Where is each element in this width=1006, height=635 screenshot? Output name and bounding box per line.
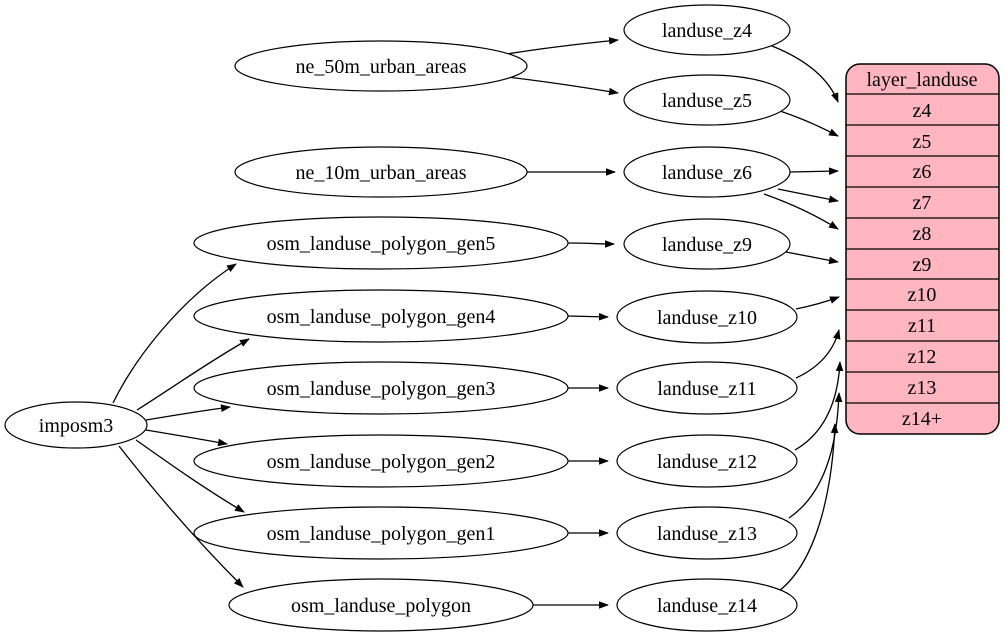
layer_landuse-row-z6: z6: [913, 161, 932, 183]
edge-imposm3-to-osm_landuse_polygon_gen3: [145, 404, 231, 421]
osm_landuse_polygon-label: osm_landuse_polygon: [291, 595, 471, 617]
osm_landuse_polygon_gen3-ellipse: [193, 361, 569, 415]
node-landuse_z12: landuse_z12: [616, 434, 798, 488]
landuse_z4-ellipse: [623, 4, 791, 56]
landuse_z4-label: landuse_z4: [662, 20, 752, 42]
landuse_z10-ellipse: [616, 290, 798, 344]
landuse_z11-label: landuse_z11: [657, 378, 756, 400]
node-layer_landuse: layer_landuse z4 z5 z6 z7 z8 z9 z10 z11 …: [845, 63, 1000, 435]
landuse_z14-label: landuse_z14: [657, 595, 757, 617]
node-osm_landuse_polygon_gen5: osm_landuse_polygon_gen5: [193, 216, 569, 270]
node-landuse_z6: landuse_z6: [623, 146, 791, 198]
osm_landuse_polygon_gen2-label: osm_landuse_polygon_gen2: [267, 451, 496, 473]
node-osm_landuse_polygon_gen1: osm_landuse_polygon_gen1: [193, 506, 569, 560]
edge-imposm3-to-osm_landuse_polygon_gen2: [145, 429, 228, 447]
osm_landuse_polygon_gen4-label: osm_landuse_polygon_gen4: [267, 306, 496, 328]
node-landuse_z9: landuse_z9: [623, 218, 791, 270]
osm_landuse_polygon_gen3-label: osm_landuse_polygon_gen3: [267, 378, 496, 400]
edge-imposm3-to-osm_landuse_polygon_gen1: [135, 439, 245, 513]
landuse_z13-label: landuse_z13: [657, 523, 757, 545]
osm_landuse_polygon_gen1-ellipse: [193, 506, 569, 560]
landuse_z9-label: landuse_z9: [662, 234, 752, 256]
layer_landuse-row-z9: z9: [913, 254, 932, 276]
edge-imposm3-to-osm_landuse_polygon_gen4: [136, 338, 250, 411]
node-landuse_z10: landuse_z10: [616, 290, 798, 344]
layer_landuse-row-z7: z7: [913, 192, 932, 214]
node-osm_landuse_polygon: osm_landuse_polygon: [228, 578, 534, 632]
osm_landuse_polygon_gen1-label: osm_landuse_polygon_gen1: [267, 523, 496, 545]
edge-landuse_z14-to-row-z14plus: [778, 423, 839, 592]
landuse_z10-label: landuse_z10: [657, 307, 757, 329]
edge-imposm3-to-osm_landuse_polygon_gen5: [112, 263, 237, 404]
edge-imposm3-to-osm_landuse_polygon: [118, 445, 244, 588]
layer_landuse-title: layer_landuse: [866, 69, 977, 91]
node-osm_landuse_polygon_gen2: osm_landuse_polygon_gen2: [193, 434, 569, 488]
node-landuse_z14: landuse_z14: [616, 578, 798, 632]
node-landuse_z11: landuse_z11: [616, 361, 798, 415]
node-ne_50m_urban_areas: ne_50m_urban_areas: [234, 40, 528, 92]
edge-ne_50m_urban_areas-to-landuse_z5: [506, 76, 619, 96]
node-osm_landuse_polygon_gen4: osm_landuse_polygon_gen4: [193, 289, 569, 343]
osm_landuse_polygon_gen2-ellipse: [193, 434, 569, 488]
layer_landuse-row-z13: z13: [908, 377, 937, 399]
edge-landuse_z9-to-row-z9: [785, 251, 839, 265]
osm_landuse_polygon_gen5-label: osm_landuse_polygon_gen5: [267, 233, 496, 255]
edge-osm_landuse_polygon_gen5-to-landuse_z9: [567, 240, 615, 248]
landuse_z11-ellipse: [616, 361, 798, 415]
imposm3-label: imposm3: [39, 415, 113, 437]
ne_50m_urban_areas-ellipse: [234, 40, 528, 92]
node-landuse_z5: landuse_z5: [623, 74, 791, 126]
osm_landuse_polygon_gen5-ellipse: [193, 216, 569, 270]
edge-ne_50m_urban_areas-to-landuse_z4: [506, 37, 619, 55]
edge-landuse_z12-to-row-z12: [794, 361, 844, 451]
layer_landuse-row-z12: z12: [908, 346, 937, 368]
landuse_z12-ellipse: [616, 434, 798, 488]
edge-osm_landuse_polygon_gen4-to-landuse_z10: [567, 312, 609, 321]
landuse_z5-label: landuse_z5: [662, 90, 752, 112]
edge-landuse_z6-to-row-z7: [777, 188, 839, 203]
landuse_z13-ellipse: [616, 506, 798, 560]
osm_landuse_polygon-ellipse: [228, 578, 534, 632]
node-osm_landuse_polygon_gen3: osm_landuse_polygon_gen3: [193, 361, 569, 415]
ne_10m_urban_areas-label: ne_10m_urban_areas: [295, 162, 466, 184]
landuse_z12-label: landuse_z12: [657, 451, 757, 473]
edge-landuse_z10-to-row-z10: [795, 296, 840, 310]
edge-landuse_z5-to-row-z5: [779, 110, 839, 137]
landuse_z6-ellipse: [623, 146, 791, 198]
ne_10m_urban_areas-ellipse: [234, 146, 528, 198]
landuse_z9-ellipse: [623, 218, 791, 270]
landuse_z6-label: landuse_z6: [662, 162, 752, 184]
osm_landuse_polygon_gen4-ellipse: [193, 289, 569, 343]
layer_landuse-row-z5: z5: [913, 131, 932, 153]
ne_50m_urban_areas-label: ne_50m_urban_areas: [295, 56, 466, 78]
edge-landuse_z13-to-row-z13: [788, 392, 843, 519]
edge-landuse_z6-to-row-z8: [763, 193, 839, 230]
layer_landuse-row-z14plus: z14+: [902, 408, 942, 430]
edge-landuse_z4-to-row-z4: [771, 45, 839, 103]
node-ne_10m_urban_areas: ne_10m_urban_areas: [234, 146, 528, 198]
edge-landuse_z11-to-row-z11: [795, 329, 841, 379]
layer_landuse-row-z8: z8: [913, 223, 932, 245]
node-landuse_z4: landuse_z4: [623, 4, 791, 56]
edge-layer: [112, 37, 844, 609]
landuse_z5-ellipse: [623, 74, 791, 126]
layer_landuse-row-z4: z4: [913, 100, 932, 122]
layer_landuse-row-z10: z10: [908, 284, 937, 306]
edge-landuse_z6-to-row-z6: [789, 167, 839, 175]
landuse_z14-ellipse: [616, 578, 798, 632]
node-landuse_z13: landuse_z13: [616, 506, 798, 560]
imposm3-ellipse: [4, 401, 148, 449]
node-imposm3: imposm3: [4, 401, 148, 449]
layer_landuse-row-z11: z11: [908, 315, 936, 337]
